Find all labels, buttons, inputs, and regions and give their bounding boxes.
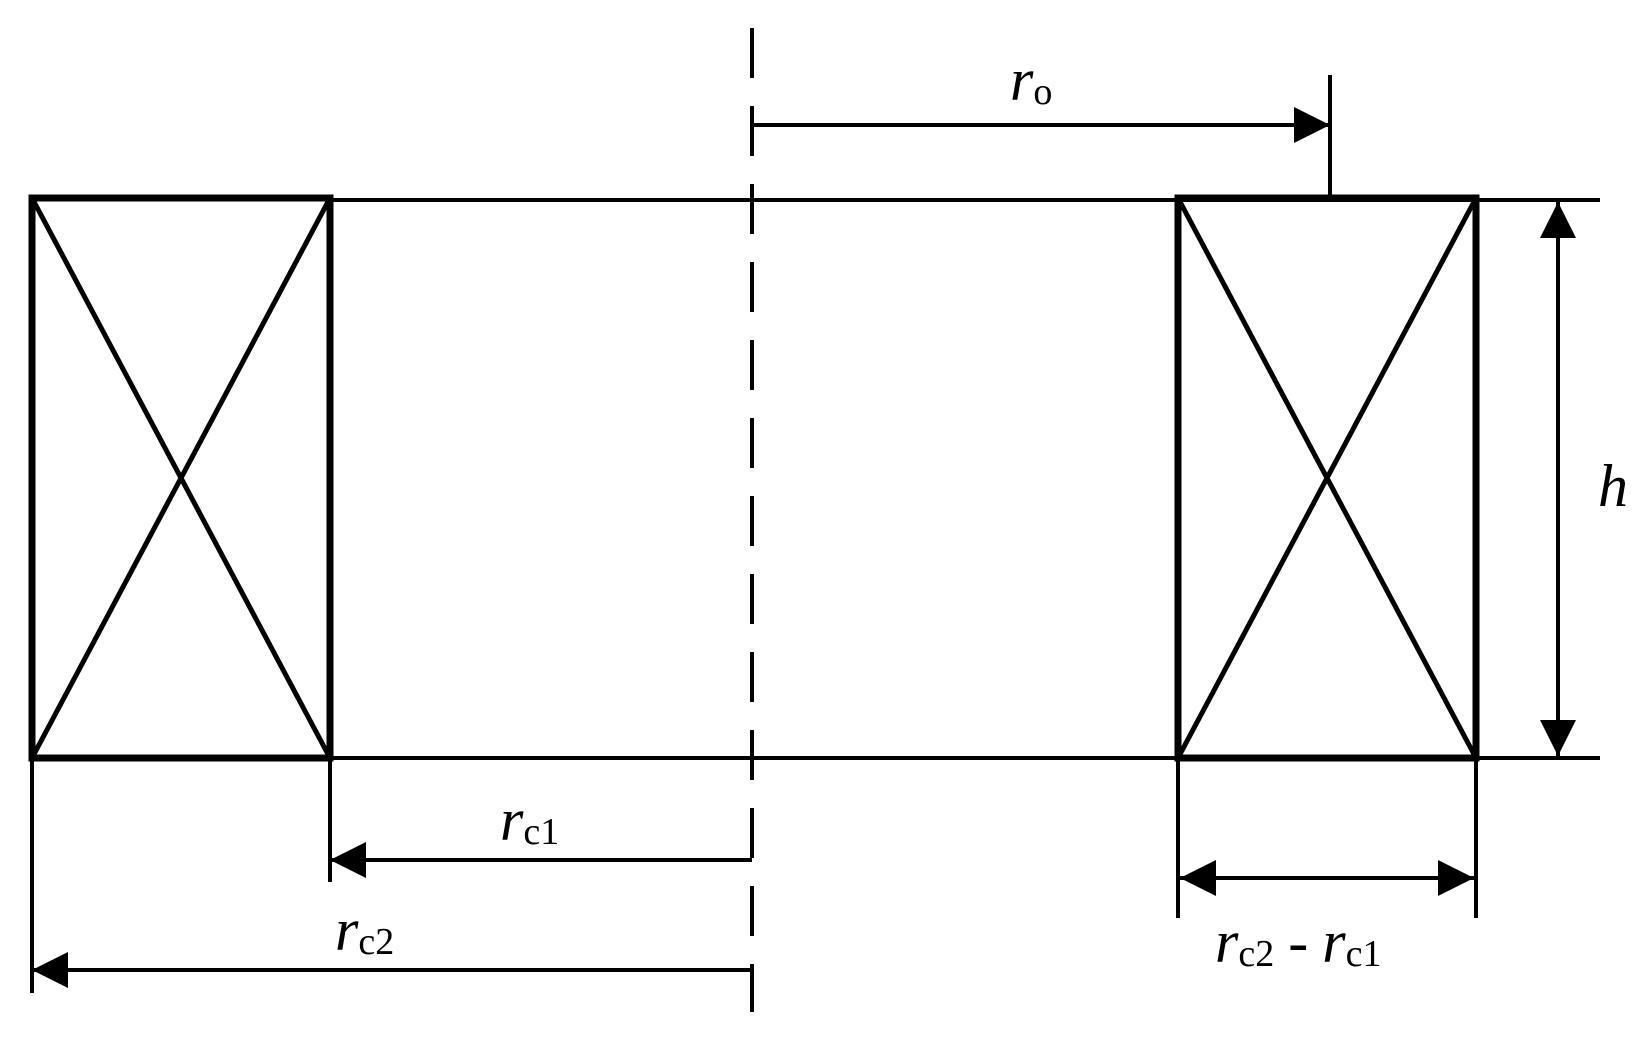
r-o-label: ro — [1010, 47, 1052, 113]
h-label: h — [1598, 453, 1628, 519]
left-winding-section — [28, 194, 334, 762]
winding-width-label: rc2-rc1 — [1215, 909, 1381, 975]
r-c1-label: rc1 — [500, 787, 559, 853]
right-winding-section — [1174, 194, 1480, 762]
r-c2-label: rc2 — [335, 897, 394, 963]
